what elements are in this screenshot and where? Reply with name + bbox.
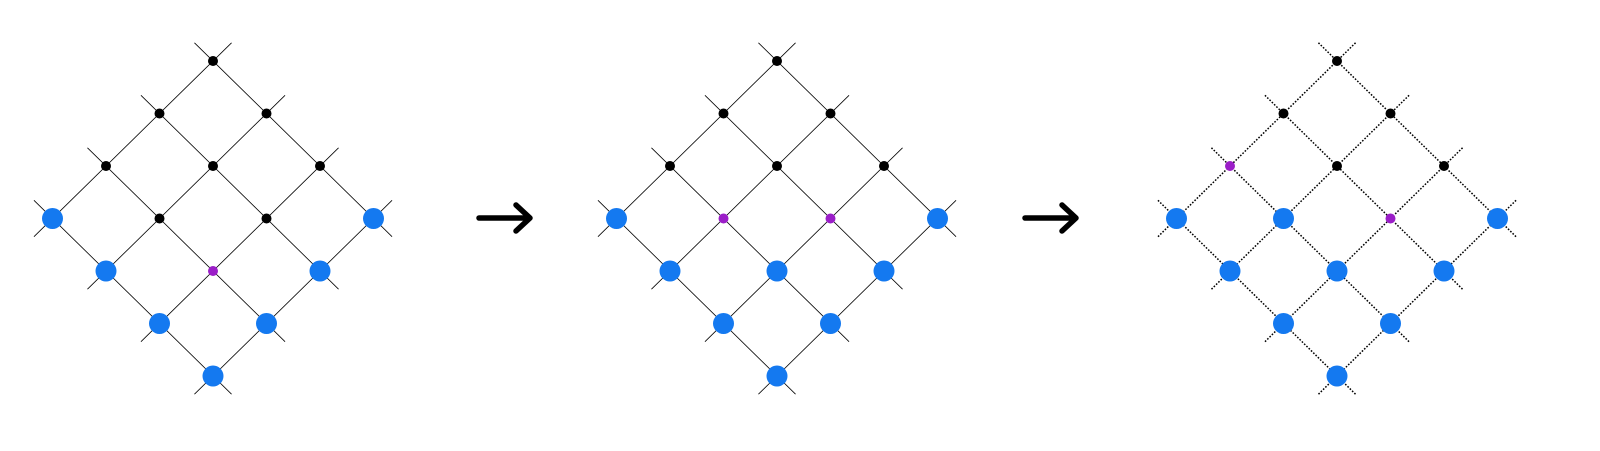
unvisited-node (101, 161, 111, 171)
frontier-node (208, 266, 218, 276)
visited-node (1487, 208, 1508, 229)
right-arrow-icon (476, 202, 533, 234)
visited-node (202, 365, 224, 387)
edge-line (704, 147, 903, 342)
panel-step-2 (597, 42, 957, 395)
visited-node (766, 365, 788, 387)
edge-line (194, 200, 393, 395)
frontier-node (1225, 161, 1235, 171)
arrow-head (1059, 202, 1079, 234)
edge-line (597, 42, 796, 237)
unvisited-node (154, 213, 165, 224)
visited-node (873, 260, 895, 282)
unvisited-node (1332, 56, 1342, 66)
edge-line (758, 42, 957, 237)
visited-node (659, 260, 681, 282)
unvisited-node (1278, 108, 1289, 119)
visited-node (1219, 260, 1241, 282)
edge-line (758, 200, 957, 395)
panels-layer (33, 42, 1517, 395)
node-group (1166, 56, 1508, 387)
unvisited-node (208, 56, 218, 66)
visited-node (1380, 313, 1401, 334)
edge-group (33, 42, 393, 395)
edge-line (33, 42, 232, 237)
visited-node (95, 260, 117, 282)
edge-line (140, 147, 339, 342)
visited-node (1273, 208, 1294, 229)
edge-line (33, 200, 232, 395)
visited-node (363, 208, 384, 229)
arrow-head (513, 202, 533, 234)
edge-line (1210, 94, 1410, 290)
visited-node (149, 313, 170, 334)
edge-line (87, 95, 286, 290)
visited-node (1326, 365, 1348, 387)
edge-line (1264, 147, 1464, 343)
edge-line (140, 95, 339, 290)
unvisited-node (665, 161, 675, 171)
unvisited-node (208, 161, 218, 171)
edge-line (87, 147, 286, 342)
visited-node (1433, 260, 1455, 282)
visited-node (309, 260, 331, 282)
unvisited-node (772, 161, 782, 171)
visited-node (256, 313, 277, 334)
edge-line (1317, 199, 1517, 395)
edge-line (1157, 42, 1357, 238)
unvisited-node (261, 108, 272, 119)
unvisited-node (154, 108, 165, 119)
visited-node (927, 208, 948, 229)
visited-node (1326, 260, 1348, 282)
edge-group (597, 42, 957, 395)
visited-node (42, 208, 63, 229)
frontier-node (825, 213, 836, 224)
unvisited-node (1439, 161, 1449, 171)
panel-step-1 (33, 42, 393, 395)
edge-line (1264, 94, 1464, 290)
edge-line (1317, 42, 1517, 238)
unvisited-node (879, 161, 889, 171)
edge-line (597, 200, 796, 395)
unvisited-node (1385, 108, 1396, 119)
visited-node (713, 313, 734, 334)
unvisited-node (772, 56, 782, 66)
unvisited-node (825, 108, 836, 119)
edge-line (194, 42, 393, 237)
visited-node (1166, 208, 1187, 229)
arrows-layer (476, 202, 1079, 234)
edge-line (651, 95, 850, 290)
edge-line (704, 95, 903, 290)
frontier-node (718, 213, 729, 224)
unvisited-node (261, 213, 272, 224)
edge-line (651, 147, 850, 342)
edge-line (1210, 147, 1410, 343)
visited-node (1273, 313, 1294, 334)
visited-node (820, 313, 841, 334)
right-arrow-icon (1022, 202, 1079, 234)
unvisited-node (315, 161, 325, 171)
frontier-node (1385, 213, 1396, 224)
visited-node (606, 208, 627, 229)
unvisited-node (1332, 161, 1342, 171)
node-group (42, 56, 384, 387)
panel-step-3 (1157, 42, 1517, 395)
unvisited-node (718, 108, 729, 119)
edge-line (1157, 199, 1357, 395)
visited-node (766, 260, 788, 282)
edge-group (1157, 42, 1517, 395)
node-group (606, 56, 948, 387)
